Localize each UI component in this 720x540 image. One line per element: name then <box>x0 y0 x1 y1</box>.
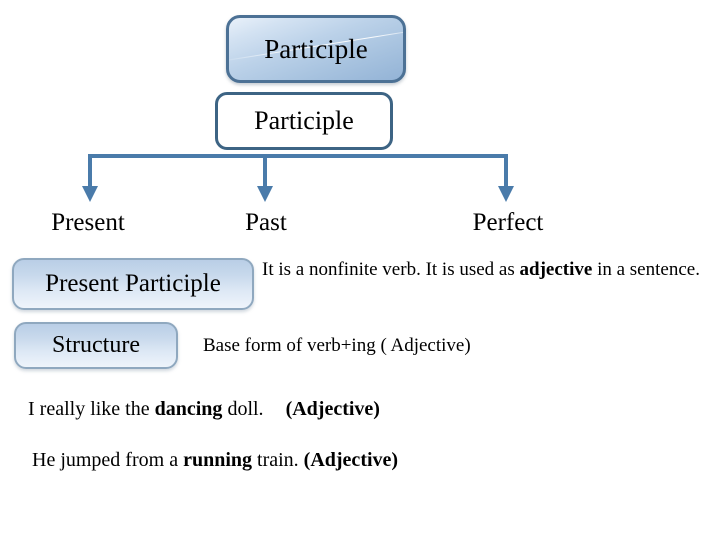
subtitle-box: Participle <box>215 92 393 150</box>
example-2-part-2: train. <box>252 449 304 471</box>
example-1-tag: (Adjective) <box>285 398 380 420</box>
present-participle-definition-text: It is a nonfinite verb. It is used as ad… <box>262 258 704 282</box>
present-participle-box-label: Present Participle <box>45 270 221 297</box>
structure-formula-text: Base form of verb+ing ( Adjective) <box>203 335 471 356</box>
subtitle-box-label: Participle <box>254 106 354 135</box>
present-participle-box: Present Participle <box>12 258 254 310</box>
structure-box: Structure <box>14 322 178 369</box>
branch-connector-arrows <box>82 154 514 202</box>
branch-label-past: Past <box>245 209 287 236</box>
example-2-part-1: He jumped from a <box>32 449 184 471</box>
title-box: Participle <box>226 15 406 83</box>
structure-box-label: Structure <box>52 332 140 358</box>
title-box-label: Participle <box>264 33 368 64</box>
example-2-tag: (Adjective) <box>303 449 399 471</box>
branch-label-perfect: Perfect <box>472 209 544 236</box>
example-1-part-2: doll. <box>222 398 264 420</box>
example-sentence-1: I really like the dancing doll. (Adjectiv… <box>28 398 380 421</box>
branch-label-present: Present <box>51 209 125 236</box>
example-1-bold-word: dancing <box>154 398 223 420</box>
definition-part-2: in a sentence. <box>592 259 700 280</box>
definition-part-1: It is a nonfinite verb. It is used as <box>262 259 520 280</box>
example-sentence-2: He jumped from a running train. (Adjecti… <box>32 449 398 472</box>
example-2-bold-word: running <box>183 449 253 471</box>
definition-bold-adjective: adjective <box>519 259 593 280</box>
example-1-part-1: I really like the <box>28 398 155 420</box>
